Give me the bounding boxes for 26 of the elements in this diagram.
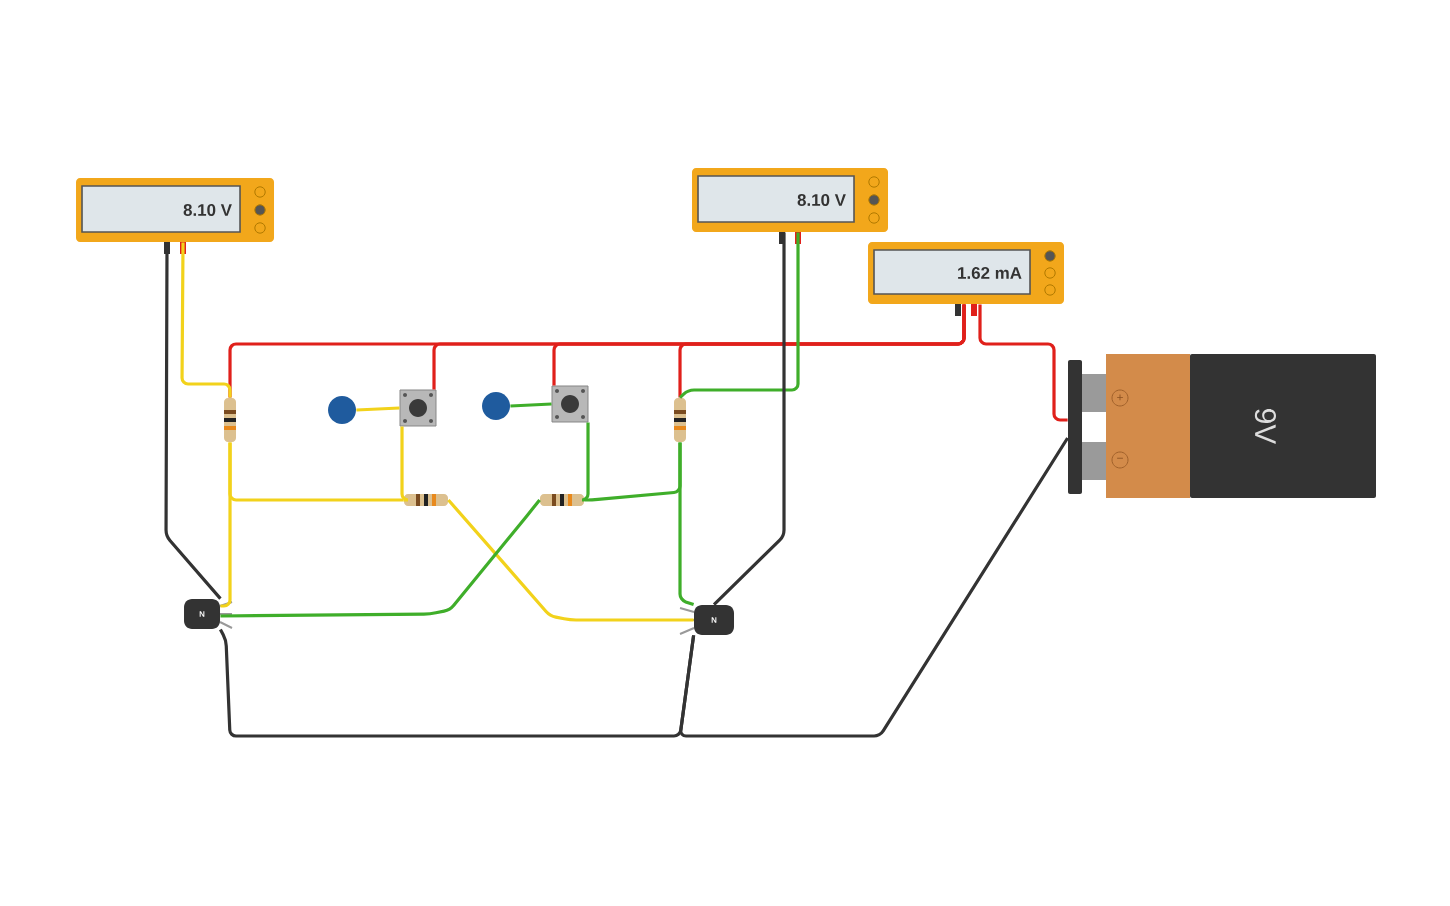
multimeter: 1.62 mA [868, 242, 1064, 316]
wire [978, 304, 1068, 422]
wire [356, 406, 400, 412]
wire [180, 242, 232, 398]
resistor [224, 398, 236, 442]
capacitor [482, 392, 510, 420]
wire [712, 232, 786, 606]
resistor [674, 398, 686, 442]
wire [220, 499, 541, 618]
resistor [404, 494, 448, 506]
wire [678, 304, 966, 398]
wire [447, 498, 694, 622]
resistor [540, 494, 584, 506]
wire [400, 426, 410, 502]
multimeter: 8.10 V [76, 178, 274, 254]
push-button [551, 385, 589, 423]
wire [580, 422, 590, 502]
wire [510, 402, 552, 408]
wire [678, 442, 695, 607]
capacitor [328, 396, 356, 424]
wire [679, 437, 1069, 738]
multimeter: 8.10 V [692, 168, 888, 244]
wire [228, 442, 404, 502]
push-button [399, 389, 437, 427]
wire [164, 242, 222, 600]
wire [678, 232, 800, 399]
